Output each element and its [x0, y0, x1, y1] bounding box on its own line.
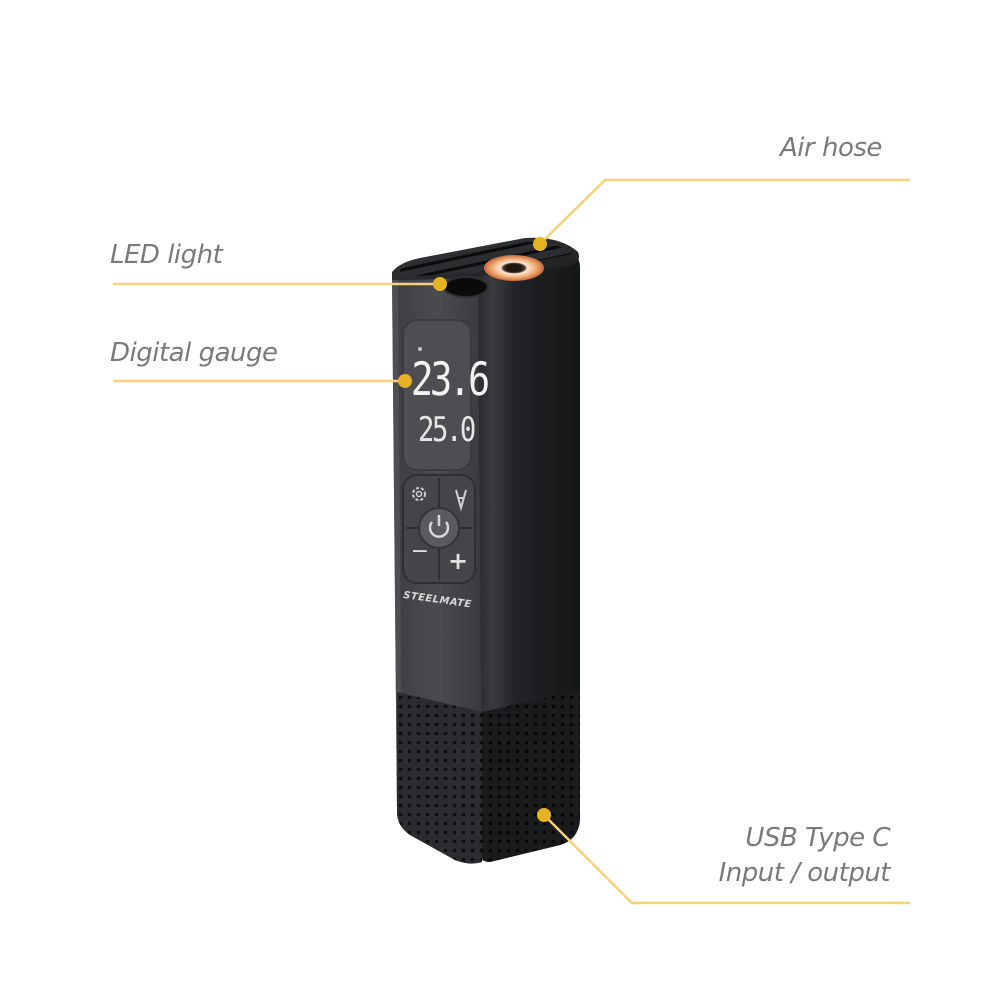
plus-icon: +: [447, 547, 469, 575]
air-hose-label: Air hose: [780, 133, 882, 163]
usb-label-line2: Input / output: [718, 858, 891, 888]
led-light-label: LED light: [110, 240, 223, 270]
digital-gauge-label: Digital gauge: [110, 338, 278, 368]
usb-label-line1: USB Type C: [745, 823, 890, 853]
minus-icon: −: [410, 539, 430, 564]
plus-button[interactable]: +: [444, 542, 472, 580]
target-pressure-readout: 25.0: [418, 410, 476, 450]
minus-button[interactable]: −: [406, 532, 434, 572]
current-pressure-readout: 23.6: [410, 352, 488, 406]
